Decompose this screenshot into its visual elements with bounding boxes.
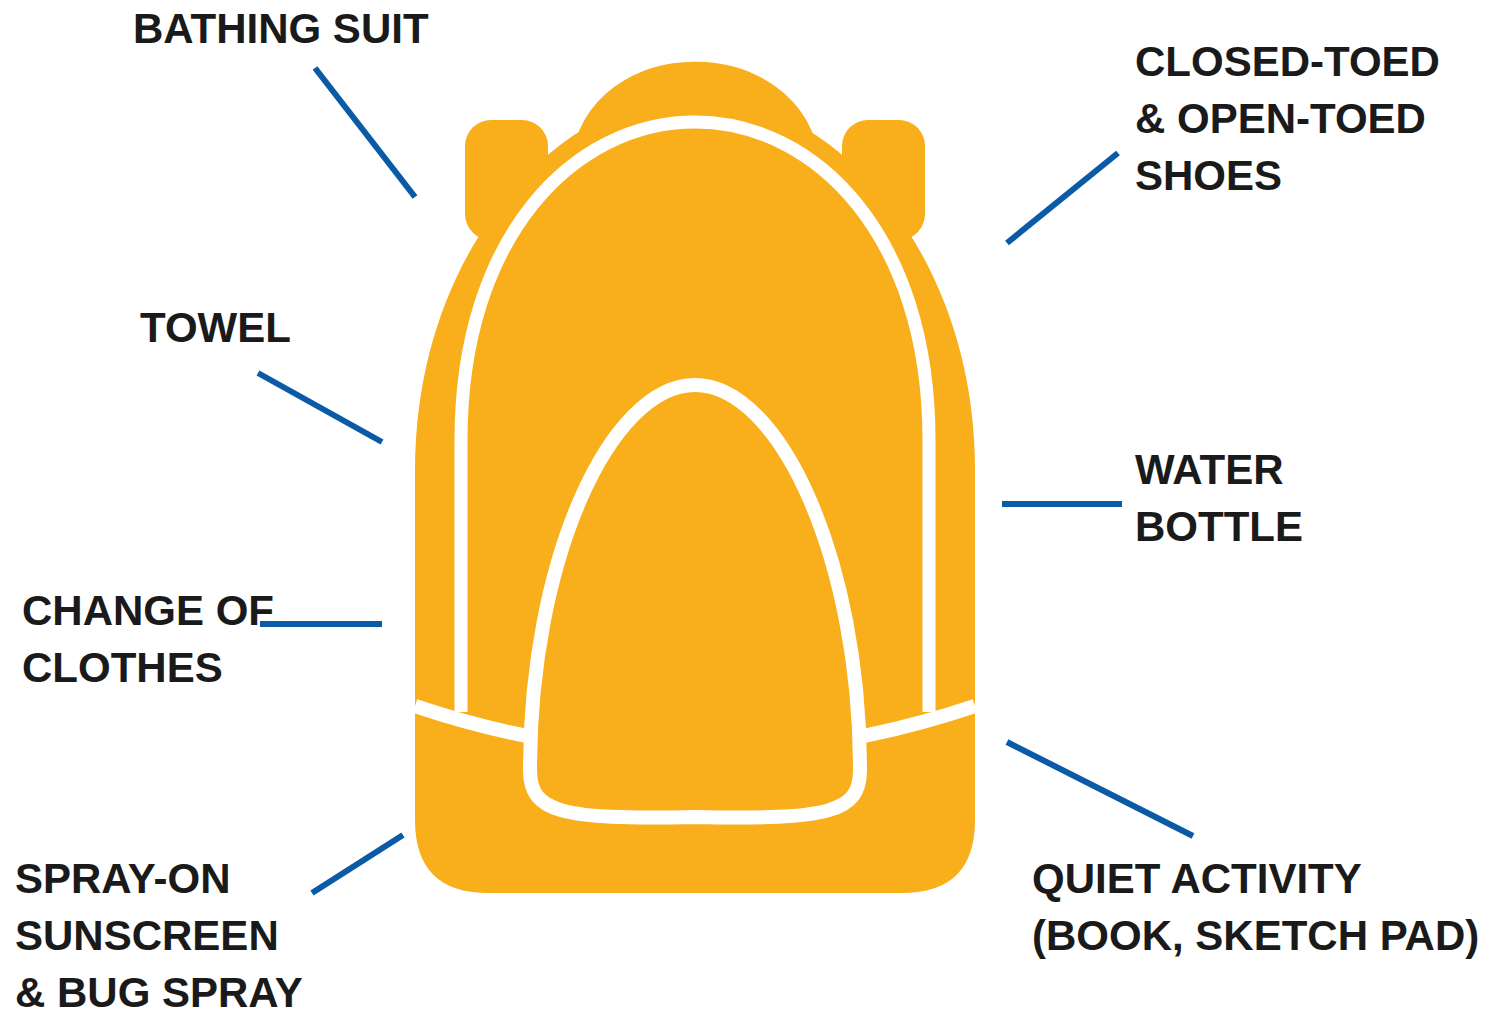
item-label: CHANGE OF CLOTHES (22, 582, 302, 696)
item-label: QUIET ACTIVITY (BOOK, SKETCH PAD) (1032, 850, 1497, 964)
item-label: CLOSED-TOED & OPEN-TOED SHOES (1135, 33, 1476, 204)
leader-line (260, 621, 382, 627)
item-label: SPRAY-ON SUNSCREEN & BUG SPRAY (15, 850, 313, 1016)
item-label: BATHING SUIT (133, 0, 429, 57)
item-label: WATER BOTTLE (1135, 441, 1355, 555)
leader-line (1007, 153, 1118, 243)
leader-line (258, 373, 382, 442)
leader-line (315, 68, 415, 197)
front-pocket (530, 385, 860, 818)
item-label: TOWEL (140, 299, 291, 356)
backpack-body (415, 95, 975, 893)
leader-line (312, 835, 403, 893)
leader-line (1007, 742, 1193, 836)
leader-line (1002, 501, 1122, 507)
